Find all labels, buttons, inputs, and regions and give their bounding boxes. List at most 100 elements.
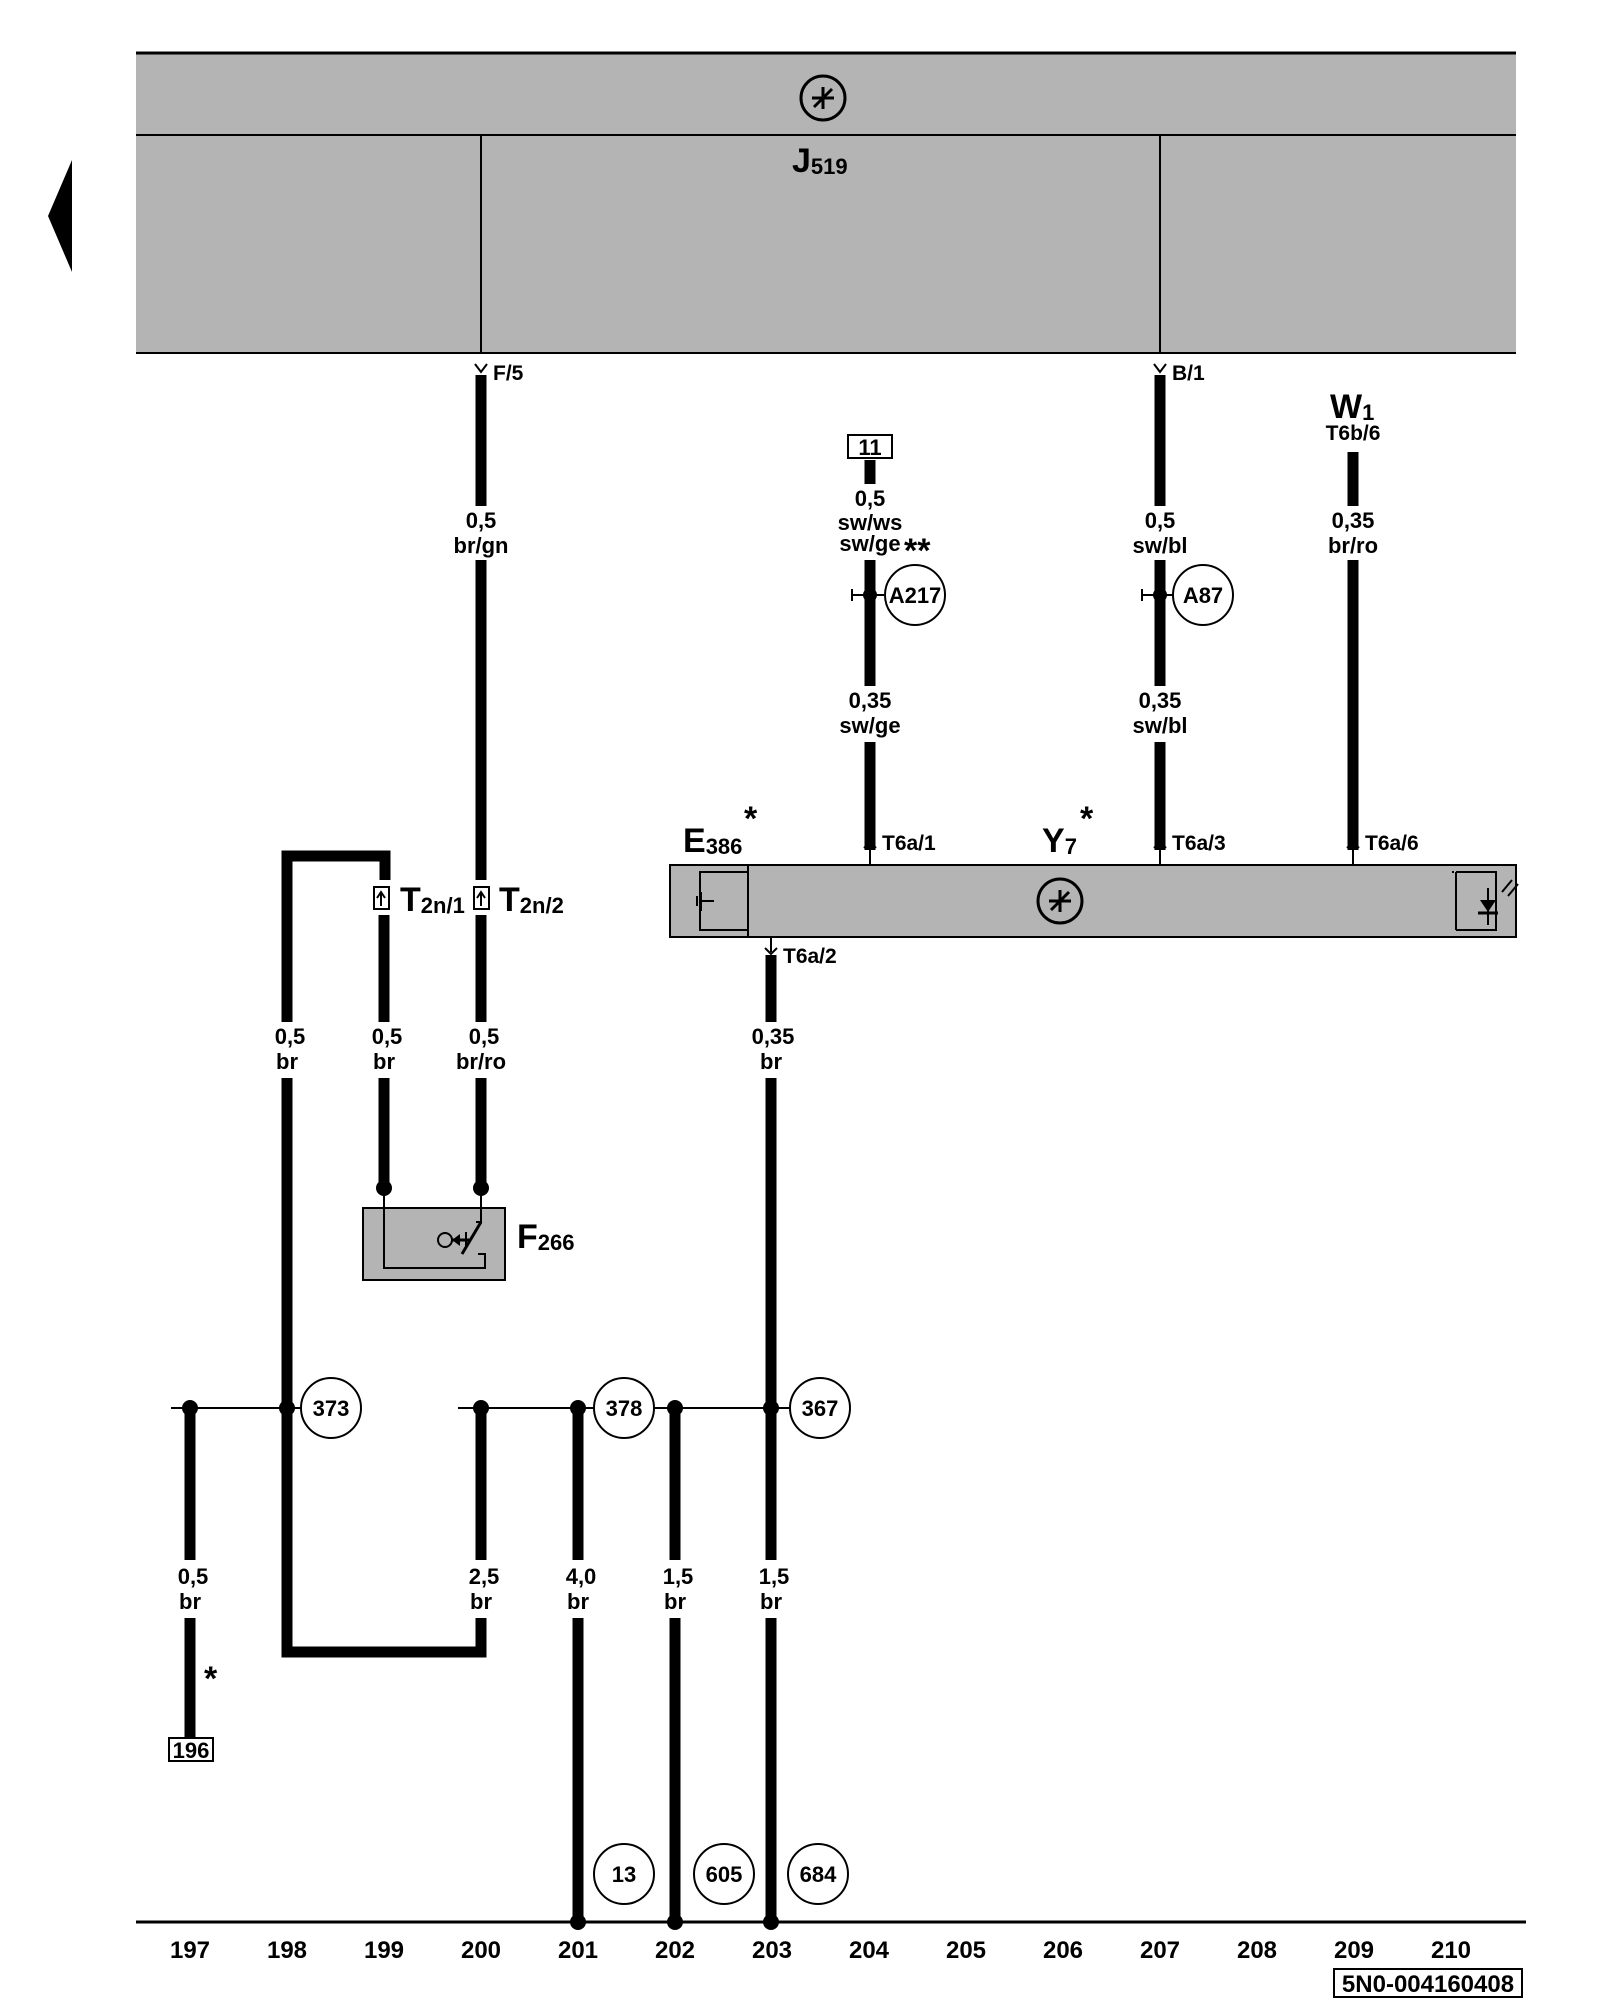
- wire-w1-color: br/ro: [1328, 533, 1378, 558]
- svg-text:A87: A87: [1183, 583, 1223, 608]
- svg-text:684: 684: [800, 1862, 837, 1887]
- svg-text:196: 196: [173, 1738, 210, 1763]
- wire-t2n1-color: br: [373, 1049, 395, 1074]
- svg-text:11: 11: [858, 435, 881, 460]
- column-number: 203: [752, 1937, 792, 1964]
- wire-t2n2-color: br/ro: [456, 1049, 506, 1074]
- column-number: 206: [1043, 1937, 1083, 1964]
- wire-ref11-color2: sw/ge: [839, 531, 900, 556]
- wire-loop-return: [281, 1618, 487, 1658]
- component-e386-mark: *: [744, 800, 758, 838]
- wire-ref11-lower-size: 0,35: [849, 688, 892, 713]
- pin-b1: B/1: [1153, 362, 1205, 385]
- column-number: 199: [364, 1937, 404, 1964]
- column-number: 200: [461, 1937, 501, 1964]
- svg-text:373: 373: [313, 1396, 350, 1421]
- wire-col197-color: br: [179, 1589, 201, 1614]
- wire-col201-size: 4,0: [566, 1564, 597, 1589]
- wire-col200-color: br: [470, 1589, 492, 1614]
- switch-f266: [362, 1180, 506, 1281]
- wire-t6a2-size: 0,35: [752, 1024, 795, 1049]
- wire-col202-size: 1,5: [663, 1564, 694, 1589]
- svg-text:T6a/1: T6a/1: [882, 832, 936, 855]
- svg-text:367: 367: [802, 1396, 839, 1421]
- column-numbers: 197 198 199 200 201 202 203 204 205 206 207 208 209 2…: [170, 1937, 1471, 1964]
- wire-col203-size: 1,5: [759, 1564, 790, 1589]
- column-number: 204: [849, 1937, 890, 1964]
- connector-t2n1: T2n/1: [373, 881, 465, 919]
- svg-text:13: 13: [612, 1862, 636, 1887]
- switch-e386-icon: [696, 892, 714, 911]
- wire-t2n2-size: 0,5: [469, 1024, 500, 1049]
- wire-loop-size: 0,5: [275, 1024, 306, 1049]
- wire-col203-color: br: [760, 1589, 782, 1614]
- asterisk-col197: *: [204, 1660, 218, 1698]
- wire-t2n1-size: 0,5: [372, 1024, 403, 1049]
- mirror-unit-y7: [669, 864, 1519, 938]
- svg-text:B/1: B/1: [1172, 362, 1205, 385]
- svg-text:5N0-004160408: 5N0-004160408: [1342, 1971, 1514, 1998]
- diagram-code: 5N0-004160408: [1333, 1968, 1523, 1998]
- column-number: 197: [170, 1937, 210, 1964]
- svg-text:A217: A217: [889, 583, 942, 608]
- column-number: 210: [1431, 1937, 1471, 1964]
- svg-text:F/5: F/5: [493, 362, 524, 385]
- pin-t6a3: T6a/3: [1153, 832, 1226, 865]
- svg-text:378: 378: [606, 1396, 643, 1421]
- component-y7: Y7: [1042, 822, 1077, 860]
- connection-a87: A87: [1141, 564, 1234, 626]
- led-diode-icon: [1455, 871, 1519, 931]
- wire-col197-size: 0,5: [178, 1564, 209, 1589]
- connection-373: 373: [182, 1377, 362, 1439]
- wire-b1-lower-color: sw/bl: [1132, 713, 1187, 738]
- wire-w1-size: 0,35: [1332, 508, 1375, 533]
- connector-t2n2: T2n/2: [473, 881, 564, 919]
- wire-ref11-mark: **: [904, 532, 931, 570]
- connection-a217: A217: [851, 564, 946, 626]
- wire-loop-color: br: [276, 1049, 298, 1074]
- pin-t6a2: T6a/2: [764, 937, 837, 968]
- svg-text:605: 605: [706, 1862, 743, 1887]
- wire-ref11-size: 0,5: [855, 486, 886, 511]
- wire-col200-size: 2,5: [469, 1564, 500, 1589]
- wire-f5-size: 0,5: [466, 508, 497, 533]
- svg-text:T2n/2: T2n/2: [499, 881, 564, 919]
- pin-f5: F/5: [474, 362, 524, 385]
- connection-684: 684: [787, 1843, 849, 1905]
- component-w1: W1: [1330, 388, 1374, 426]
- column-number: 202: [655, 1937, 695, 1964]
- reference-11: 11: [847, 434, 893, 460]
- column-number: 198: [267, 1937, 307, 1964]
- pin-t6a1: T6a/1: [863, 832, 936, 865]
- wire-loop-top: [281, 850, 391, 1022]
- connection-13: 13: [593, 1843, 655, 1905]
- component-y7-mark: *: [1080, 800, 1094, 838]
- wire-b1-lower-size: 0,35: [1139, 688, 1182, 713]
- column-number: 201: [558, 1937, 598, 1964]
- wire-col201-color: br: [567, 1589, 589, 1614]
- svg-text:T2n/1: T2n/1: [400, 881, 465, 919]
- column-number: 208: [1237, 1937, 1277, 1964]
- svg-text:T6a/6: T6a/6: [1365, 832, 1419, 855]
- wire-ref11-color1: sw/ws: [838, 510, 903, 535]
- wire-b1-size: 0,5: [1145, 508, 1176, 533]
- reference-196: 196: [168, 1737, 214, 1763]
- j519-label: J519: [792, 142, 848, 180]
- component-e386: E386: [683, 822, 742, 860]
- wire-col202-color: br: [664, 1589, 686, 1614]
- wire-ref11-lower-color: sw/ge: [839, 713, 900, 738]
- column-number: 207: [1140, 1937, 1180, 1964]
- page-back-arrow-icon[interactable]: [48, 160, 72, 272]
- wire-b1-color: sw/bl: [1132, 533, 1187, 558]
- control-unit-j519: J519: [136, 51, 1516, 354]
- column-number: 205: [946, 1937, 986, 1964]
- pin-t6a6: T6a/6: [1346, 832, 1419, 865]
- connector-t6b6: T6b/6: [1326, 422, 1381, 445]
- column-number: 209: [1334, 1937, 1374, 1964]
- connection-605: 605: [693, 1843, 755, 1905]
- svg-text:T6a/3: T6a/3: [1172, 832, 1226, 855]
- mirror-symbol-icon: [1036, 877, 1084, 925]
- component-f266: F266: [517, 1218, 575, 1256]
- svg-text:T6a/2: T6a/2: [783, 945, 837, 968]
